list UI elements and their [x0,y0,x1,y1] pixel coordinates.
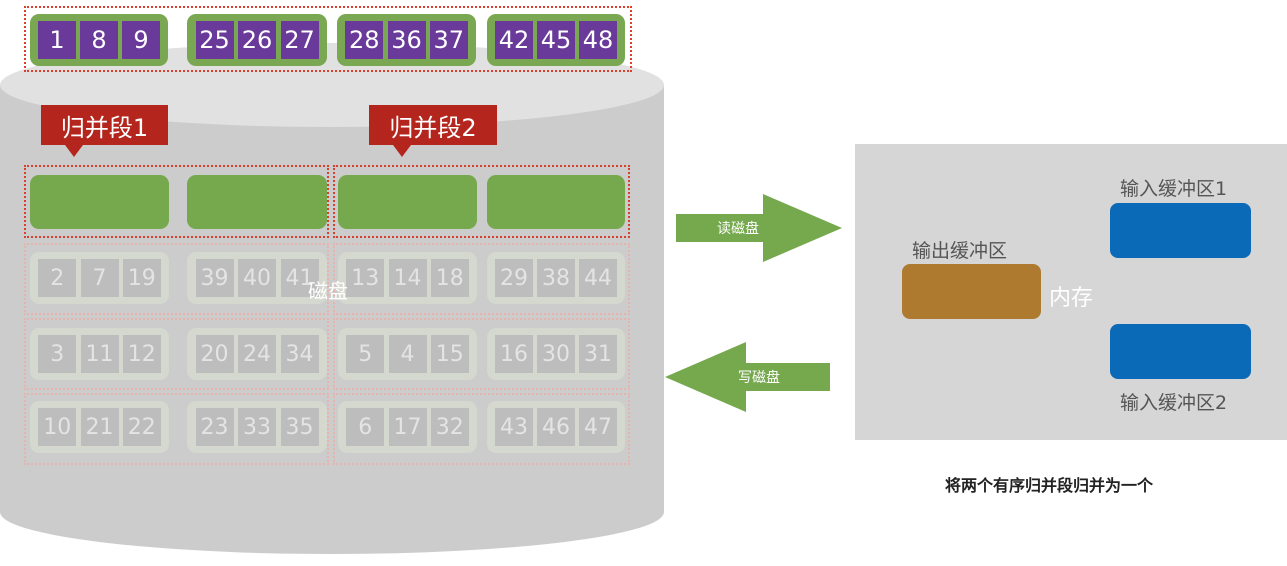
run-cell: 26 [238,21,276,59]
disk-run: 16 30 31 [487,328,625,380]
disk-cell: 17 [388,408,427,446]
disk-run: 13 14 18 [338,252,477,304]
disk-cell: 15 [430,335,469,373]
run-cell: 48 [579,21,617,59]
segment-block [187,175,327,229]
input-buffer-2 [1110,324,1251,379]
disk-run: 20 24 34 [187,328,327,380]
disk-cell: 16 [495,335,533,373]
disk-cell: 3 [38,335,77,373]
faded-frame [333,393,630,465]
faded-frame [333,243,630,315]
run-cell: 37 [429,21,468,59]
run-cell: 1 [38,21,76,59]
disk-cell: 14 [388,259,427,297]
disk-cell: 19 [122,259,161,297]
disk-cell: 29 [495,259,533,297]
disk-run: 6 17 32 [338,401,477,453]
disk-cell: 31 [579,335,617,373]
merge-segment-1-label: 归并段1 [60,113,149,142]
disk-cell: 32 [430,408,469,446]
segment-2-frame [333,165,630,238]
disk-cell: 10 [38,408,77,446]
caption: 将两个有序归并段归并为一个 [945,476,1154,495]
run-group-4: 42 45 48 [487,14,625,66]
output-buffer-label: 输出缓冲区 [912,240,1008,262]
merge-segment-2-tag: 归并段2 [369,105,497,157]
disk-cell: 34 [280,335,319,373]
faded-frame [24,243,329,315]
disk-cell: 33 [238,408,276,446]
run-cell: 27 [280,21,319,59]
disk-run: 2 7 19 [30,252,169,304]
disk-cell: 41 [280,259,319,297]
disk-cell: 47 [579,408,617,446]
disk-cell: 46 [537,408,575,446]
run-cell: 28 [345,21,384,59]
disk-run: 29 38 44 [487,252,625,304]
disk-cell: 11 [80,335,119,373]
disk-cell: 20 [195,335,234,373]
segment-block [487,175,625,229]
merge-segment-2-label: 归并段2 [389,113,477,142]
disk-cell: 35 [280,408,319,446]
read-disk-label: 读磁盘 [717,221,759,237]
disk-cell: 18 [430,259,469,297]
write-arrow [665,342,830,412]
segment-block [338,175,477,229]
disk-cell: 7 [80,259,119,297]
disk-cell: 39 [195,259,234,297]
disk-run: 10 21 22 [30,401,169,453]
disk-run: 39 40 41 [187,252,327,304]
disk-cell: 22 [122,408,161,446]
disk-cell: 30 [537,335,575,373]
disk-cell: 38 [537,259,575,297]
disk-cell: 43 [495,408,533,446]
merge-segment-1-tag: 归并段1 [41,105,168,157]
disk-cell: 21 [80,408,119,446]
disk-cell: 5 [346,335,385,373]
run-group-1: 1 8 9 [30,14,168,66]
disk-cell: 40 [238,259,276,297]
run-cell: 36 [387,21,426,59]
disk-cell: 2 [38,259,77,297]
run-cell: 8 [80,21,118,59]
run-cell: 42 [495,21,533,59]
disk-label: 磁盘 [308,279,348,303]
disk-run: 43 46 47 [487,401,625,453]
disk-run: 5 4 15 [338,328,477,380]
run-cell: 25 [195,21,234,59]
output-buffer [902,264,1041,319]
input-buffer-1 [1110,203,1251,258]
disk-run: 3 11 12 [30,328,169,380]
run-cell: 9 [122,21,160,59]
disk-run: 23 33 35 [187,401,327,453]
disk-cell: 6 [346,408,385,446]
run-cell: 45 [537,21,575,59]
input-buffer-2-label: 输入缓冲区2 [1120,392,1228,414]
run-group-3: 28 36 37 [337,14,476,66]
segment-1-frame [24,165,329,238]
top-runs-frame [24,6,632,72]
input-buffer-1-label: 输入缓冲区1 [1120,178,1228,200]
faded-frame [333,318,630,390]
disk-cell: 4 [388,335,427,373]
disk-cell: 44 [579,259,617,297]
run-group-2: 25 26 27 [187,14,327,66]
disk-cell: 13 [346,259,385,297]
memory-label: 内存 [1049,286,1094,311]
read-arrow [676,194,842,262]
disk-cell: 24 [238,335,276,373]
faded-frame [24,393,329,465]
disk-cell: 12 [122,335,161,373]
faded-frame [24,318,329,390]
segment-block [30,175,169,229]
disk-cell: 23 [195,408,234,446]
write-disk-label: 写磁盘 [738,370,780,386]
